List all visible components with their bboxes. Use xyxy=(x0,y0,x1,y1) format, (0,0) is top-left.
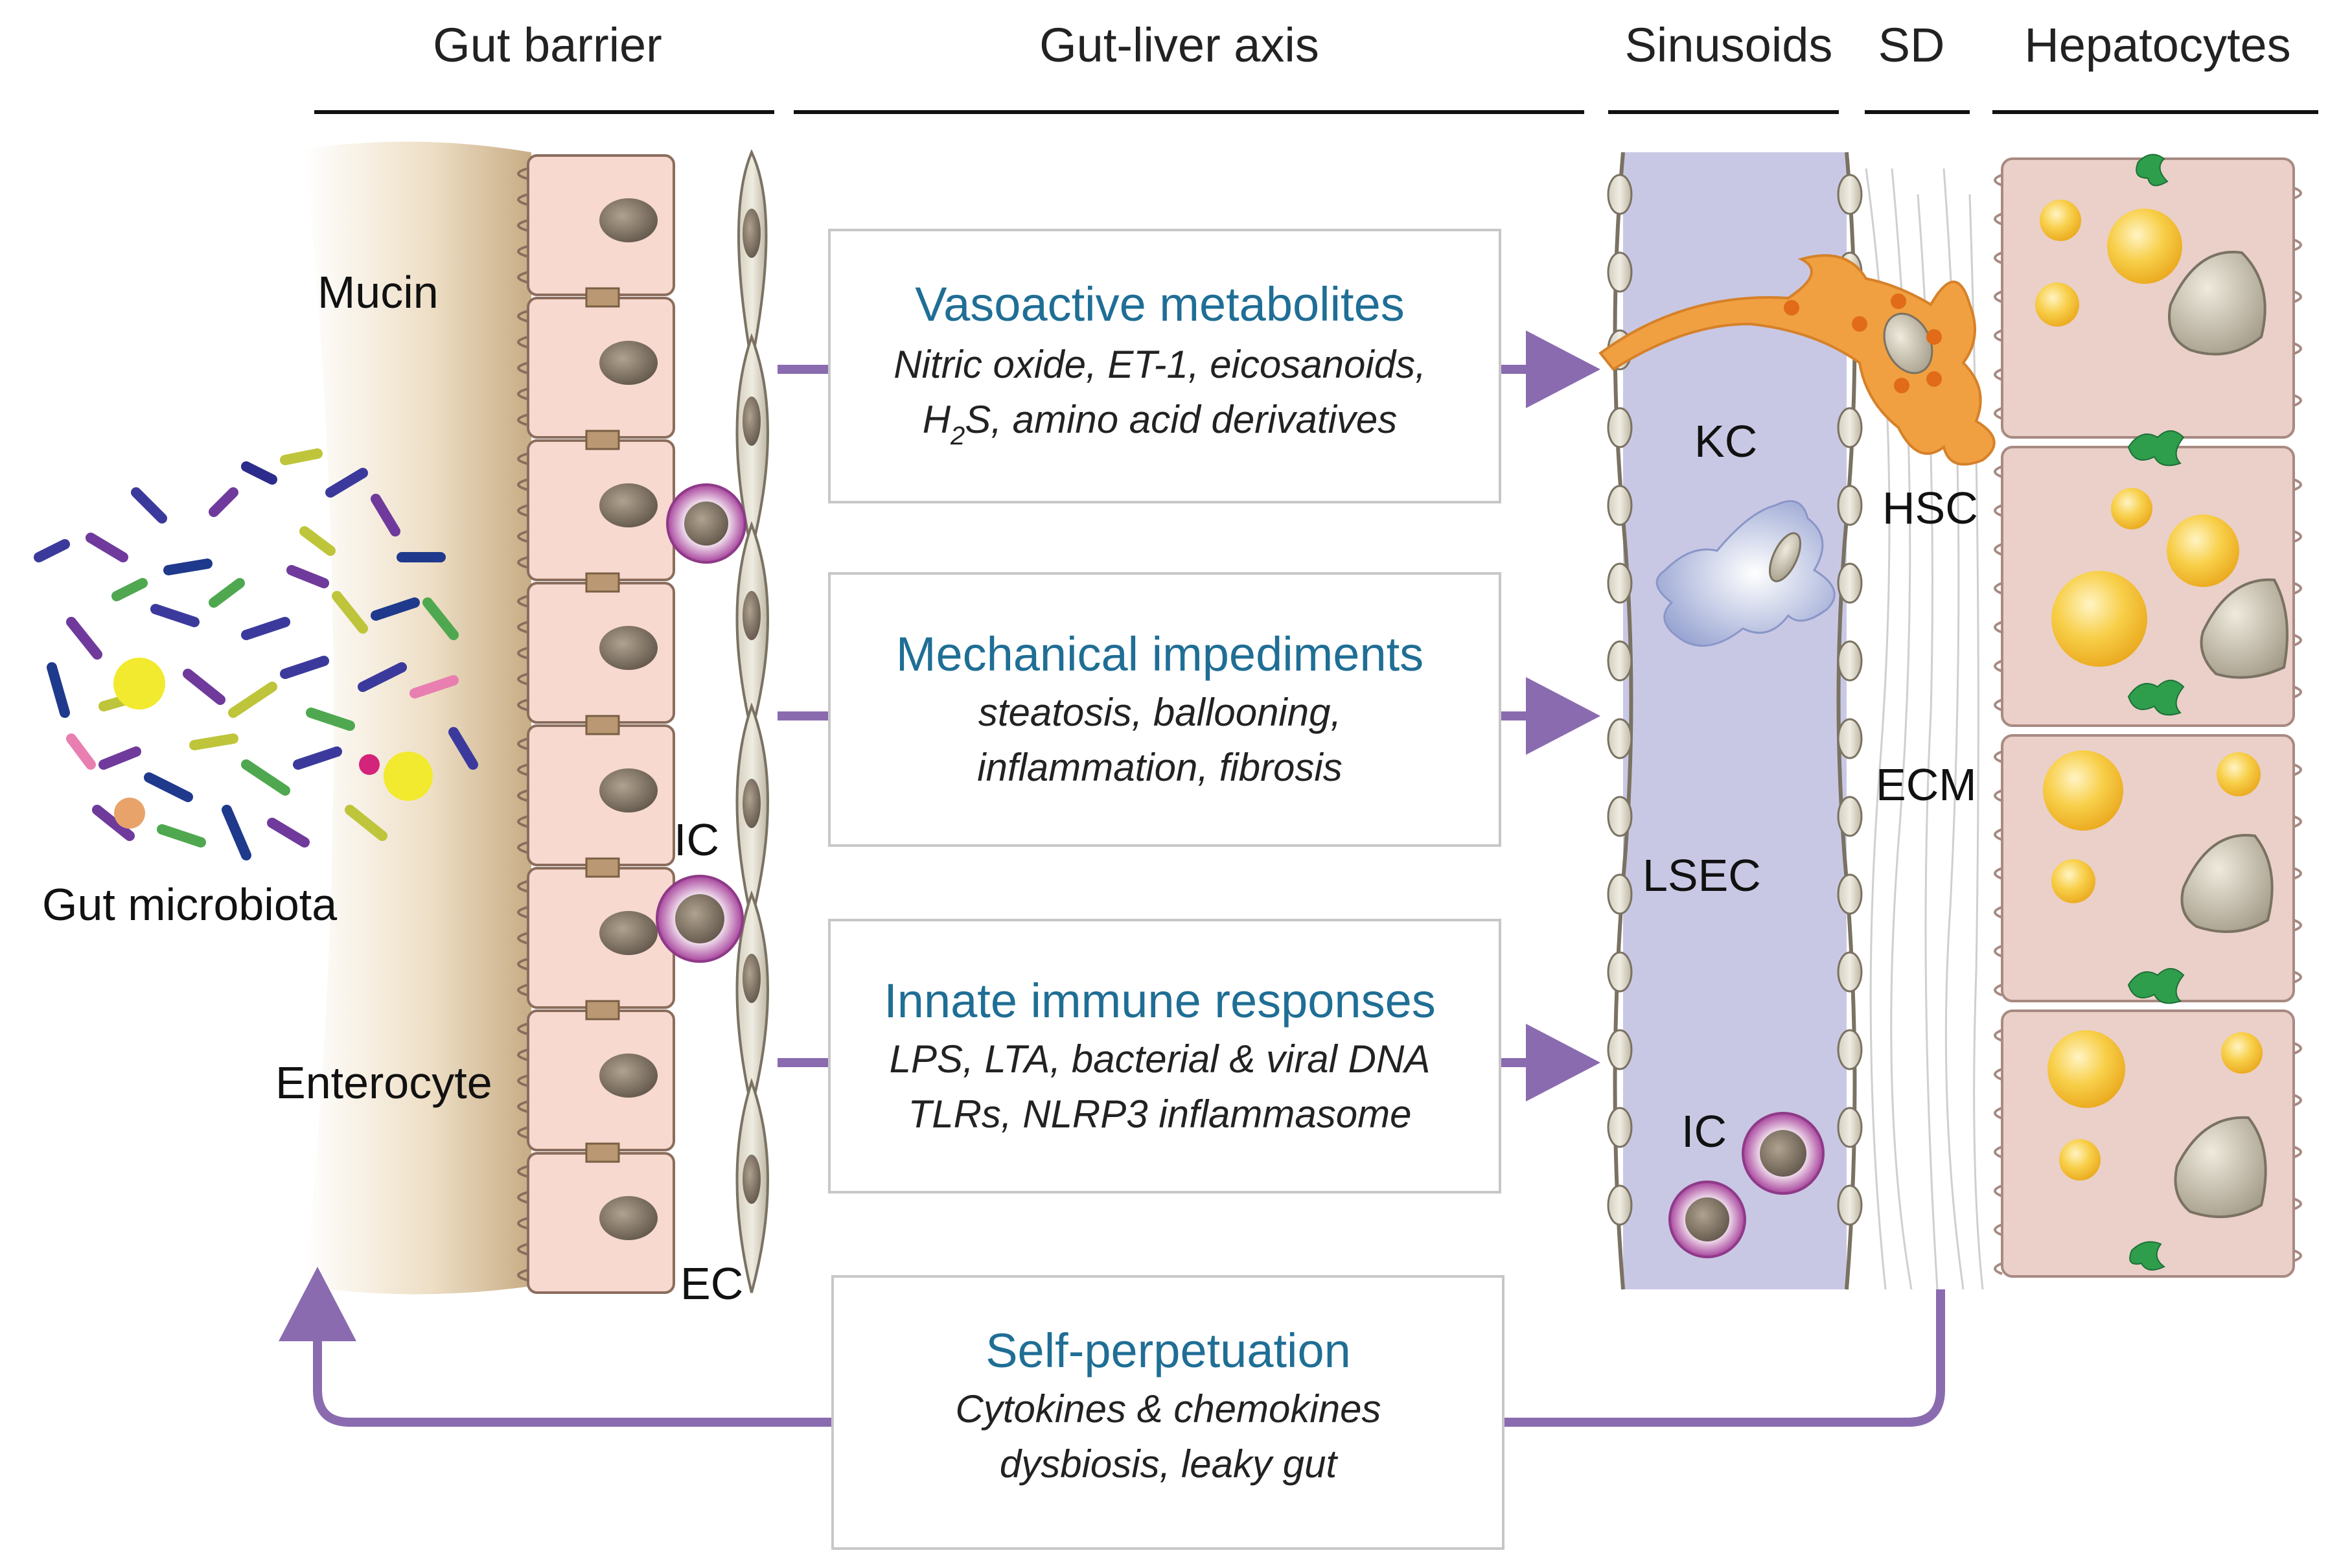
box-self-perpetuation: Self-perpetuation Cytokines & chemokines… xyxy=(831,1275,1505,1550)
column-headers: Gut barrier Gut-liver axis Sinusoids SD … xyxy=(314,18,2318,114)
gut-microbiota-cluster xyxy=(34,448,478,860)
label-mucin: Mucin xyxy=(317,267,439,317)
box-self-line1: Cytokines & chemokines xyxy=(956,1387,1381,1431)
mucin-layer xyxy=(305,141,531,1295)
header-sd: SD xyxy=(1878,18,1945,72)
arrow-heads xyxy=(279,330,1600,1341)
label-ec: EC xyxy=(680,1258,743,1309)
hepatocytes xyxy=(1994,154,2302,1278)
header-gut-barrier: Gut barrier xyxy=(433,18,662,72)
box-mechanical-line1: steatosis, ballooning, xyxy=(978,691,1341,734)
feedback-loop-path xyxy=(313,1289,1945,1427)
box-innate-line1: LPS, LTA, bacterial & viral DNA xyxy=(890,1037,1431,1081)
lipid-droplets xyxy=(2035,200,2263,1181)
enterocyte-nuclei xyxy=(599,198,658,1240)
box-mechanical-impediments: Mechanical impediments steatosis, balloo… xyxy=(828,572,1501,847)
ec-nuclei xyxy=(743,209,761,1204)
bile-canaliculi xyxy=(2127,154,2185,1271)
label-lsec: LSEC xyxy=(1643,850,1761,901)
gut-barrier xyxy=(305,141,769,1295)
label-ic-gut: IC xyxy=(674,814,719,865)
box-innate-immune-responses: Innate immune responses LPS, LTA, bacter… xyxy=(828,919,1501,1193)
hepatic-stellate-cell xyxy=(1598,254,1996,466)
endothelial-cells xyxy=(735,149,769,1293)
axis-arrows xyxy=(313,365,1945,1427)
box-self-title: Self-perpetuation xyxy=(986,1324,1351,1378)
box-mechanical-line2: inflammation, fibrosis xyxy=(977,746,1343,789)
box-innate-line2: TLRs, NLRP3 inflammasome xyxy=(908,1092,1412,1136)
microvilli xyxy=(517,167,529,1282)
sinusoid-immune-cells xyxy=(1668,1112,1825,1258)
label-ic-sinusoid: IC xyxy=(1681,1106,1727,1157)
label-kc: KC xyxy=(1694,416,1757,467)
header-gut-liver-axis: Gut-liver axis xyxy=(1039,18,1319,72)
header-sinusoids: Sinusoids xyxy=(1625,18,1833,72)
box-self-line2: dysbiosis, leaky gut xyxy=(1000,1442,1339,1486)
label-enterocyte: Enterocyte xyxy=(275,1057,492,1108)
hepatocyte-nuclei xyxy=(2168,251,2289,1218)
lsec-nuclei-right xyxy=(1837,174,1863,1226)
box-vasoactive-metabolites: Vasoactive metabolites Nitric oxide, ET-… xyxy=(828,229,1501,503)
box-mechanical-title: Mechanical impediments xyxy=(896,627,1424,681)
gut-immune-cells xyxy=(656,483,746,963)
kupffer-nucleus xyxy=(1769,532,1801,582)
diagram-labels: Mucin Gut microbiota Enterocyte IC EC KC… xyxy=(42,267,1978,1309)
sinusoid xyxy=(1607,152,1863,1290)
header-hepatocytes: Hepatocytes xyxy=(2024,18,2290,72)
box-vasoactive-line2: H2S, amino acid derivatives xyxy=(923,398,1398,450)
box-vasoactive-line1: Nitric oxide, ET-1, eicosanoids, xyxy=(894,343,1425,386)
hepatocyte-microvilli xyxy=(1994,174,2302,1275)
box-vasoactive-title: Vasoactive metabolites xyxy=(915,277,1404,331)
label-gut-microbiota: Gut microbiota xyxy=(42,879,337,930)
box-innate-title: Innate immune responses xyxy=(884,974,1435,1028)
lsec-nuclei-left xyxy=(1607,174,1633,1226)
label-ecm: ECM xyxy=(1876,759,1977,810)
tight-junctions xyxy=(585,287,620,1163)
label-hsc: HSC xyxy=(1882,483,1978,533)
